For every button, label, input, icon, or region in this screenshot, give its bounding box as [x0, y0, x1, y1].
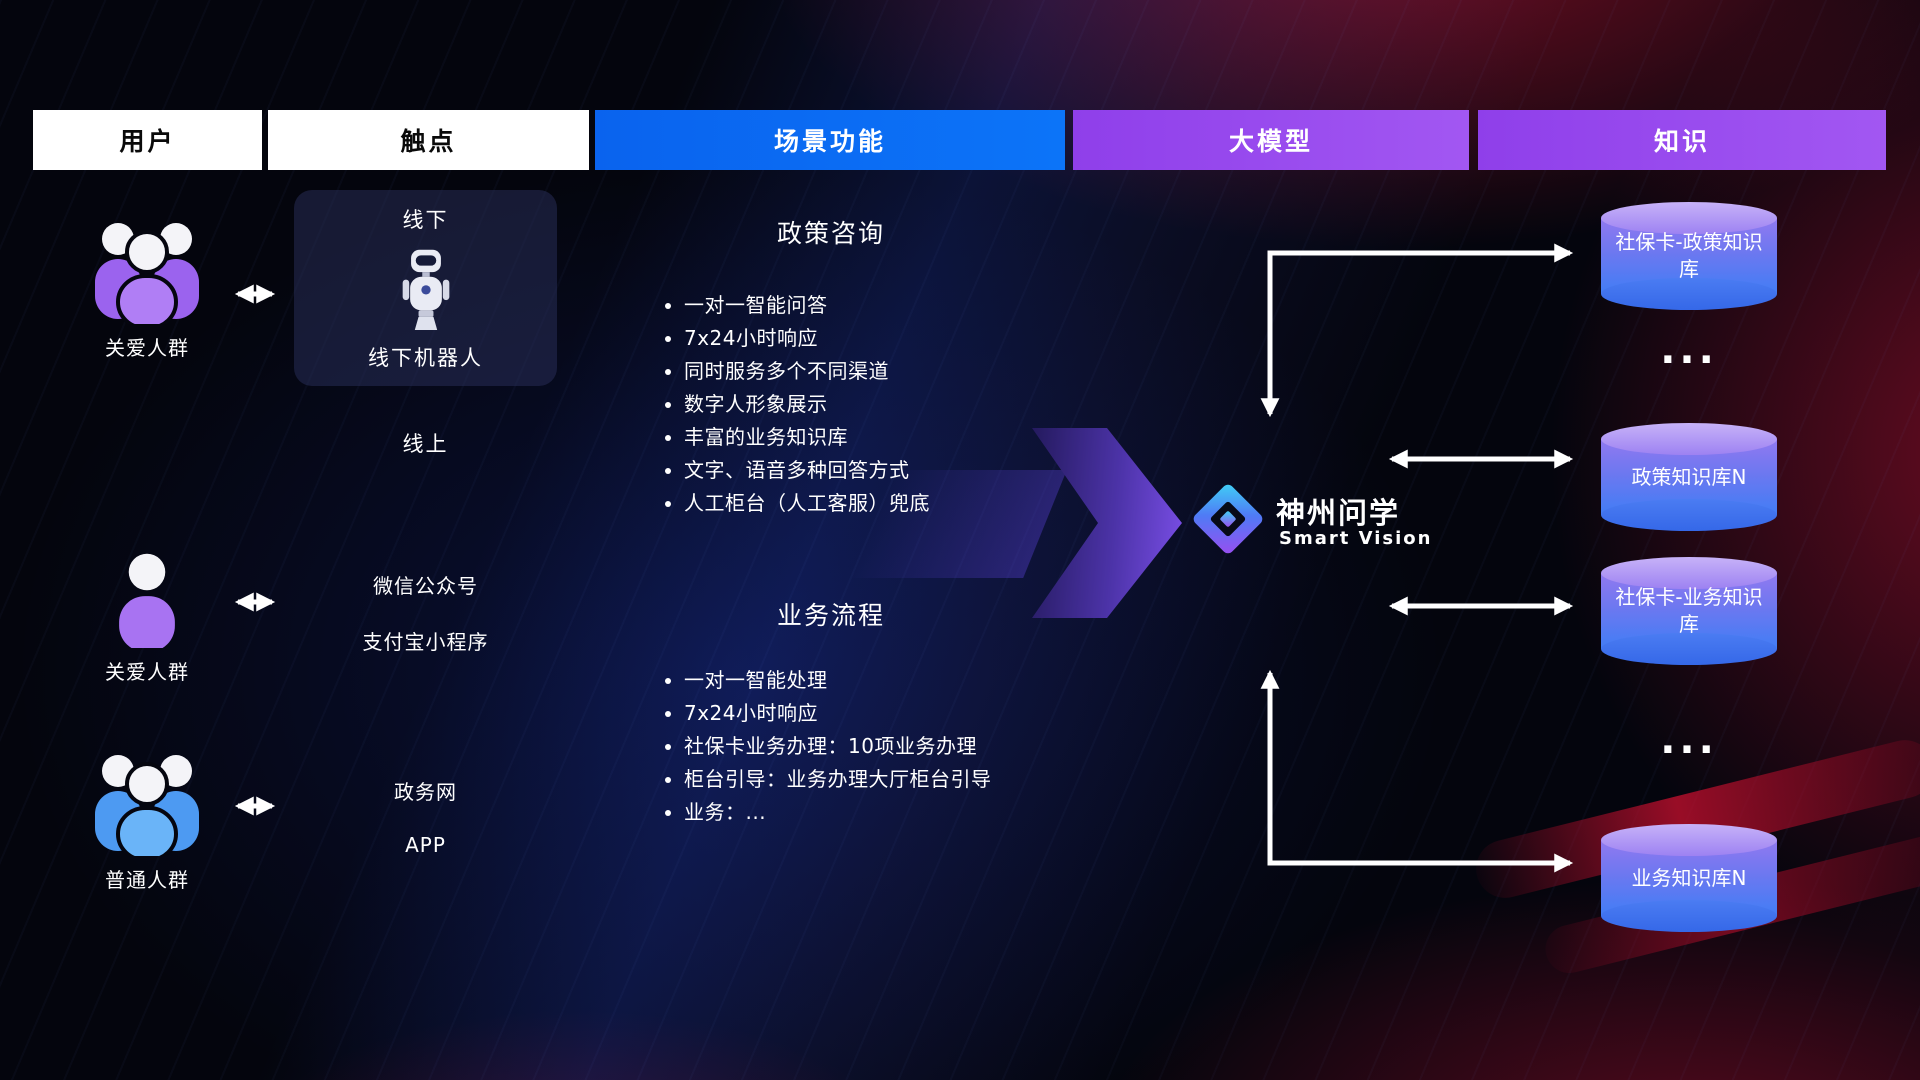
touchpoint-app: APP — [405, 833, 446, 857]
touchpoint-alipay-miniapp: 支付宝小程序 — [362, 630, 489, 654]
cylinder-shape — [1601, 499, 1777, 531]
model-subtitle: Smart Vision — [1279, 528, 1433, 549]
kb-label: 政策知识库N — [1631, 464, 1747, 489]
cylinder-shape — [1601, 900, 1777, 932]
user-care-group-1: 关爱人群 — [65, 212, 229, 361]
scene-business-title: 业务流程 — [776, 601, 885, 630]
list-item: 柜台引导：业务办理大厅柜台引导 — [684, 763, 992, 796]
kb-ellipsis-1: ... — [1660, 327, 1718, 373]
user-label: 关爱人群 — [105, 336, 189, 360]
touchpoint-wechat: 微信公众号 — [373, 574, 478, 598]
offline-title: 线下 — [402, 208, 449, 232]
list-item: 7x24小时响应 — [684, 697, 992, 730]
header-scene-functions: 场景功能 — [595, 110, 1065, 170]
people-group-icon — [95, 223, 199, 324]
kb-social-card-business: 社保卡-业务知识库 — [1601, 557, 1777, 665]
kb-business-n: 业务知识库N — [1601, 824, 1777, 932]
scene-business-list: 一对一智能处理 7x24小时响应 社保卡业务办理：10项业务办理 柜台引导：业务… — [662, 664, 992, 829]
list-item: 一对一智能处理 — [684, 664, 992, 697]
cylinder-shape — [1601, 423, 1777, 455]
list-item: 同时服务多个不同渠道 — [684, 355, 930, 388]
user-ordinary-group: 普通人群 — [65, 744, 229, 893]
list-item: 数字人形象展示 — [684, 388, 930, 421]
cylinder-shape — [1601, 633, 1777, 665]
kb-social-card-policy: 社保卡-政策知识库 — [1601, 202, 1777, 310]
kb-label: 业务知识库N — [1631, 865, 1747, 890]
kb-policy-n: 政策知识库N — [1601, 423, 1777, 531]
online-title: 线上 — [402, 432, 449, 456]
user-label: 普通人群 — [105, 868, 189, 892]
user-label: 关爱人群 — [105, 660, 189, 684]
cylinder-shape — [1601, 278, 1777, 310]
header-knowledge: 知识 — [1478, 110, 1886, 170]
list-item: 一对一智能问答 — [684, 289, 930, 322]
list-item: 丰富的业务知识库 — [684, 421, 930, 454]
cylinder-shape — [1601, 202, 1777, 234]
person-icon — [119, 553, 175, 648]
header-users: 用户 — [33, 110, 262, 170]
scene-policy-title: 政策咨询 — [776, 219, 885, 248]
kb-ellipsis-2: ... — [1660, 717, 1718, 763]
header-touchpoints: 触点 — [268, 110, 589, 170]
cylinder-shape — [1601, 824, 1777, 856]
header-large-model: 大模型 — [1073, 110, 1469, 170]
kb-label: 社保卡-政策知识库 — [1615, 230, 1763, 281]
offline-robot-label: 线下机器人 — [368, 346, 483, 370]
people-group-icon — [95, 755, 199, 856]
list-item: 文字、语音多种回答方式 — [684, 454, 930, 487]
list-item: 业务：... — [684, 796, 992, 829]
list-item: 7x24小时响应 — [684, 322, 930, 355]
user-care-group-2: 关爱人群 — [65, 548, 229, 685]
model-name: 神州问学 — [1276, 496, 1401, 530]
kb-label: 社保卡-业务知识库 — [1615, 585, 1763, 636]
cylinder-shape — [1601, 557, 1777, 589]
robot-icon — [402, 249, 449, 330]
smart-vision-logo-icon — [1191, 482, 1265, 556]
offline-touchpoint-card: 线下 线下机器人 — [294, 190, 557, 386]
list-item: 人工柜台（人工客服）兜底 — [684, 487, 930, 520]
list-item: 社保卡业务办理：10项业务办理 — [684, 730, 992, 763]
touchpoint-gov-web: 政务网 — [394, 780, 457, 804]
scene-policy-list: 一对一智能问答 7x24小时响应 同时服务多个不同渠道 数字人形象展示 丰富的业… — [662, 289, 930, 520]
